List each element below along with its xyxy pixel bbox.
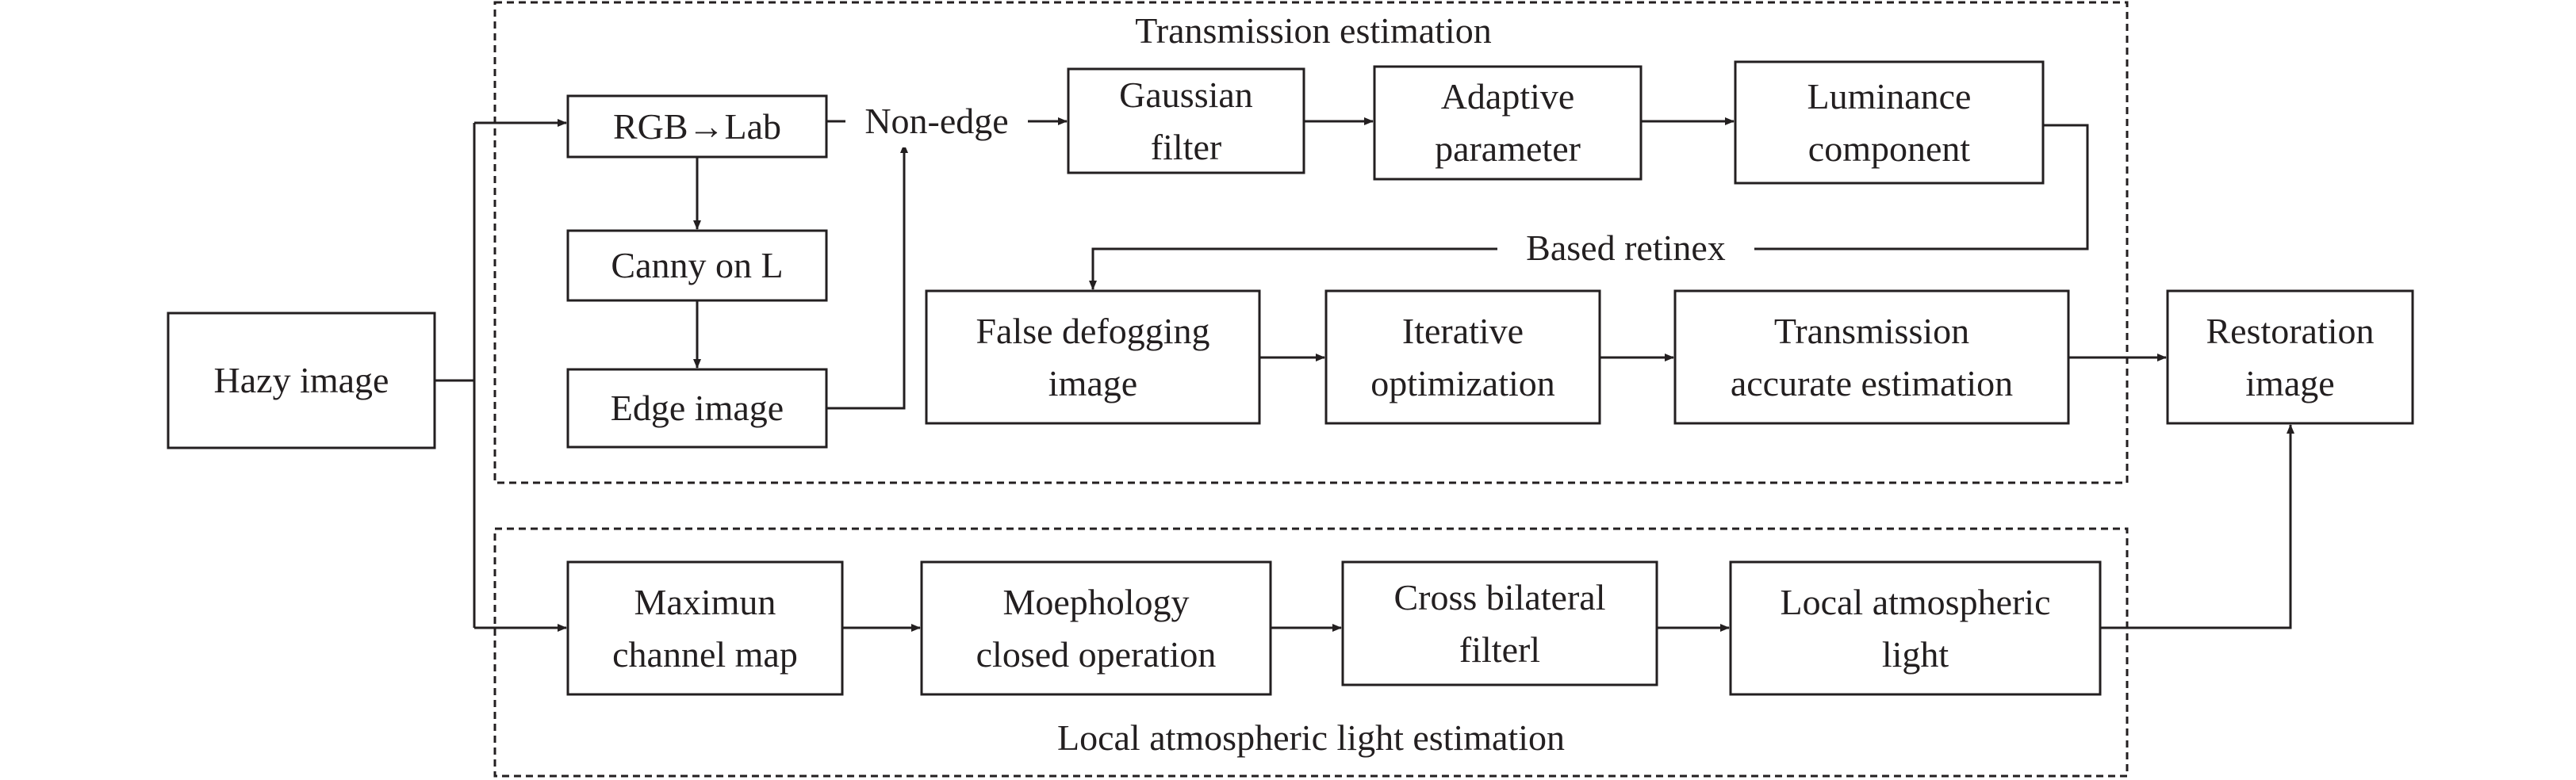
gaussian-filter-label: Gaussian filter xyxy=(1068,69,1304,173)
edge-image-box xyxy=(566,368,828,449)
hazy-image-label-line-1: Hazy image xyxy=(213,360,389,400)
local-atmospheric-light-box xyxy=(1729,560,2102,696)
cross-bilateral-label: Cross bilateral filterl xyxy=(1343,562,1657,685)
local-atmospheric-light-estimation-title: Local atmospheric light estimation xyxy=(983,712,1639,764)
maximun-channel-label: Maximun channel map xyxy=(568,562,842,694)
connector-local-to-restoration xyxy=(2100,424,2294,629)
maximun-channel-label-line-1: Maximun xyxy=(634,581,776,622)
restoration-image-label-line-1: Restoration xyxy=(2206,310,2375,351)
local-atmospheric-light-label: Local atmospheric light xyxy=(1731,562,2100,694)
edge-image-label-line-1: Edge image xyxy=(610,388,784,428)
restoration-image-box xyxy=(2166,289,2414,425)
luminance-component-label-line-2: component xyxy=(1807,128,1971,169)
false-defogging-label: False defogging image xyxy=(926,291,1259,423)
maximun-channel-label-line-2: channel map xyxy=(612,633,798,675)
moephology-label-line-2: closed operation xyxy=(976,633,1217,675)
iterative-optimization-label-line-2: optimization xyxy=(1370,362,1555,403)
canny-label: Canny on L xyxy=(568,231,826,300)
restoration-image-label-line-2: image xyxy=(2245,362,2335,403)
edge-image-label: Edge image xyxy=(568,369,826,447)
transmission-estimation-group-frame xyxy=(493,1,2129,484)
false-defogging-label-line-1: False defogging xyxy=(976,310,1210,351)
transmission-accurate-box xyxy=(1673,289,2070,425)
moephology-label-line-1: Moephology xyxy=(1002,581,1190,622)
hazy-image-label: Hazy image xyxy=(168,313,435,448)
transmission-accurate-label-line-2: accurate estimation xyxy=(1730,362,2014,403)
rgb-lab-label: RGB→Lab xyxy=(568,96,826,157)
luminance-component-label: Luminance component xyxy=(1735,62,2043,183)
false-defogging-label-line-2: image xyxy=(1048,362,1138,403)
transmission-accurate-label-line-1: Transmission xyxy=(1773,310,1970,351)
non-edge-label: Non-edge xyxy=(845,95,1028,147)
adaptive-parameter-label-line-2: parameter xyxy=(1435,128,1581,169)
local-atmospheric-light-label-line-1: Local atmospheric xyxy=(1780,581,2051,622)
connector-luminance-to-retinex xyxy=(1089,124,2089,290)
cross-bilateral-box xyxy=(1341,560,1658,686)
local-atmospheric-light-label-line-2: light xyxy=(1881,633,1949,675)
connector-edge-to-nonedge xyxy=(826,143,908,410)
luminance-component-label-line-1: Luminance xyxy=(1807,75,1972,117)
canny-box xyxy=(566,229,828,302)
moephology-box xyxy=(920,560,1272,696)
restoration-image-label: Restoration image xyxy=(2168,291,2413,423)
transmission-accurate-label: Transmission accurate estimation xyxy=(1675,291,2068,423)
moephology-label: Moephology closed operation xyxy=(922,562,1271,694)
adaptive-parameter-label: Adaptive parameter xyxy=(1374,67,1641,179)
rgb-lab-label-line-1: RGB→Lab xyxy=(612,105,782,147)
cross-bilateral-label-line-1: Cross bilateral xyxy=(1393,576,1606,618)
iterative-optimization-label-line-1: Iterative xyxy=(1401,310,1524,351)
gaussian-filter-label-line-2: filter xyxy=(1150,126,1222,167)
adaptive-parameter-box xyxy=(1373,65,1643,181)
hazy-image-box xyxy=(167,312,436,449)
luminance-component-box xyxy=(1734,60,2045,185)
iterative-optimization-label: Iterative optimization xyxy=(1326,291,1600,423)
adaptive-parameter-label-line-1: Adaptive xyxy=(1440,76,1575,117)
gaussian-filter-label-line-1: Gaussian xyxy=(1119,74,1253,115)
canny-label-line-1: Canny on L xyxy=(611,245,784,285)
gaussian-filter-box xyxy=(1067,67,1305,174)
cross-bilateral-label-line-2: filterl xyxy=(1459,629,1541,670)
maximun-channel-box xyxy=(566,560,844,696)
local-atmospheric-light-group-frame xyxy=(493,527,2129,778)
transmission-estimation-title: Transmission estimation xyxy=(1074,5,1553,57)
based-retinex-label: Based retinex xyxy=(1497,222,1754,274)
